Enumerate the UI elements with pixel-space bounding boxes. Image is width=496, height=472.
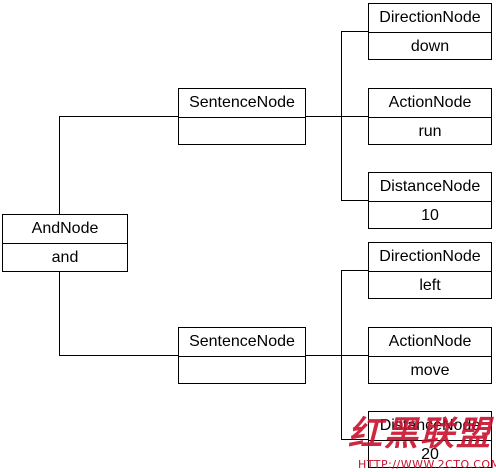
- distance-node-bottom-value: 20: [421, 446, 439, 463]
- connector-root-to-sentence-bottom: [59, 271, 179, 356]
- distance-node-top-value: 10: [421, 207, 439, 224]
- action-node-top-value: run: [418, 123, 442, 140]
- sentence-node-bottom-title: SentenceNode: [179, 328, 305, 357]
- sentence-node-bottom-value: [179, 357, 305, 385]
- direction-node-bottom: DirectionNode left: [368, 242, 492, 299]
- and-node: AndNode and: [2, 214, 128, 272]
- action-node-bottom: ActionNode move: [368, 327, 492, 384]
- sentence-node-bottom: SentenceNode: [178, 327, 306, 384]
- distance-node-bottom: DistanceNode 20: [368, 411, 492, 468]
- distance-node-bottom-title: DistanceNode: [369, 412, 491, 441]
- action-node-top: ActionNode run: [368, 88, 492, 145]
- direction-node-bottom-title: DirectionNode: [369, 243, 491, 272]
- direction-node-top: DirectionNode down: [368, 3, 492, 60]
- distance-node-top-title: DistanceNode: [369, 173, 491, 202]
- connector-root-to-sentence-top: [59, 116, 179, 214]
- and-node-title: AndNode: [3, 215, 127, 244]
- direction-node-bottom-value: left: [419, 277, 441, 294]
- distance-node-top: DistanceNode 10: [368, 172, 492, 229]
- sentence-node-top-value: [179, 118, 305, 146]
- sentence-node-top-title: SentenceNode: [179, 89, 305, 118]
- action-node-top-title: ActionNode: [369, 89, 491, 118]
- direction-node-top-value: down: [410, 38, 450, 55]
- connector-sentence-top-branch: [341, 31, 369, 201]
- action-node-bottom-title: ActionNode: [369, 328, 491, 357]
- direction-node-top-title: DirectionNode: [369, 4, 491, 33]
- and-node-value: and: [51, 249, 79, 266]
- action-node-bottom-value: move: [410, 362, 450, 379]
- sentence-node-top: SentenceNode: [178, 88, 306, 145]
